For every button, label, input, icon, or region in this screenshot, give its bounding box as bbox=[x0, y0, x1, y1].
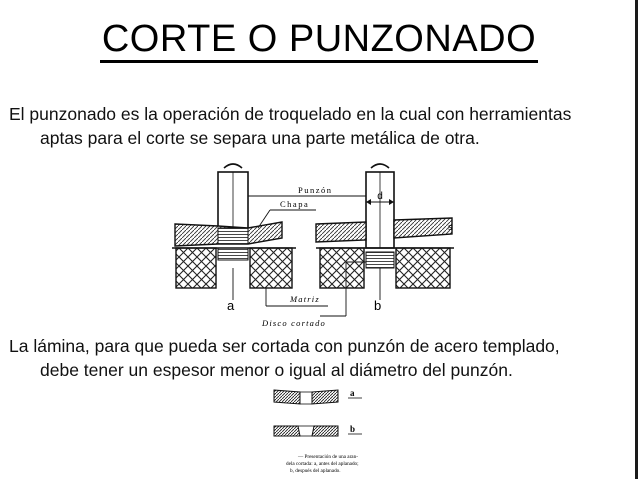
label-disco-cortado: Disco cortado bbox=[261, 318, 326, 328]
label-s: s bbox=[448, 222, 453, 232]
washer-label-b: b bbox=[350, 424, 355, 434]
page-title: CORTE O PUNZONADO bbox=[0, 18, 638, 63]
washer-caption-line-3: b, después del aplanado. bbox=[290, 468, 341, 474]
label-b: b bbox=[374, 298, 381, 313]
label-a: a bbox=[227, 298, 235, 313]
die-right bbox=[316, 247, 454, 289]
paragraph-thickness-line-1: La lámina, para que pueda ser cortada co… bbox=[9, 336, 560, 356]
washer-b bbox=[273, 425, 339, 437]
paragraph-intro: El punzonado es la operación de troquela… bbox=[9, 102, 624, 150]
label-punzon: Punzón bbox=[298, 185, 333, 195]
label-matriz: Matriz bbox=[289, 294, 320, 304]
punch-b bbox=[365, 163, 395, 249]
paragraph-thickness-line-2: debe tener un espesor menor o igual al d… bbox=[40, 360, 513, 380]
sheet-left bbox=[174, 221, 283, 247]
paragraph-thickness: La lámina, para que pueda ser cortada co… bbox=[9, 334, 624, 382]
washer-caption-line-2: dela cortada: a, antes del aplanado; bbox=[286, 461, 359, 467]
leader-lines bbox=[232, 195, 381, 317]
punching-diagram: d s Punzón Chapa a b Matriz Disco cortad… bbox=[172, 163, 454, 328]
label-d: d bbox=[377, 191, 383, 202]
label-chapa: Chapa bbox=[280, 199, 309, 209]
washer-a bbox=[273, 389, 339, 405]
washer-caption-line-1: — Presentación de una aran- bbox=[297, 454, 358, 460]
page-right-border bbox=[635, 0, 638, 479]
dimension-d: d bbox=[366, 191, 394, 205]
punch-a bbox=[217, 163, 249, 233]
paragraph-intro-line-1: El punzonado es la operación de troquela… bbox=[9, 104, 572, 124]
die-left bbox=[172, 247, 296, 289]
page-title-text: CORTE O PUNZONADO bbox=[99, 19, 539, 63]
sheet-right bbox=[315, 217, 453, 243]
washer-diagram: a b — Presentación de una aran- dela cor… bbox=[273, 388, 362, 474]
paragraph-intro-line-2: aptas para el corte se separa una parte … bbox=[40, 128, 480, 148]
washer-label-a: a bbox=[350, 388, 355, 398]
washer-caption: — Presentación de una aran- dela cortada… bbox=[286, 454, 359, 474]
